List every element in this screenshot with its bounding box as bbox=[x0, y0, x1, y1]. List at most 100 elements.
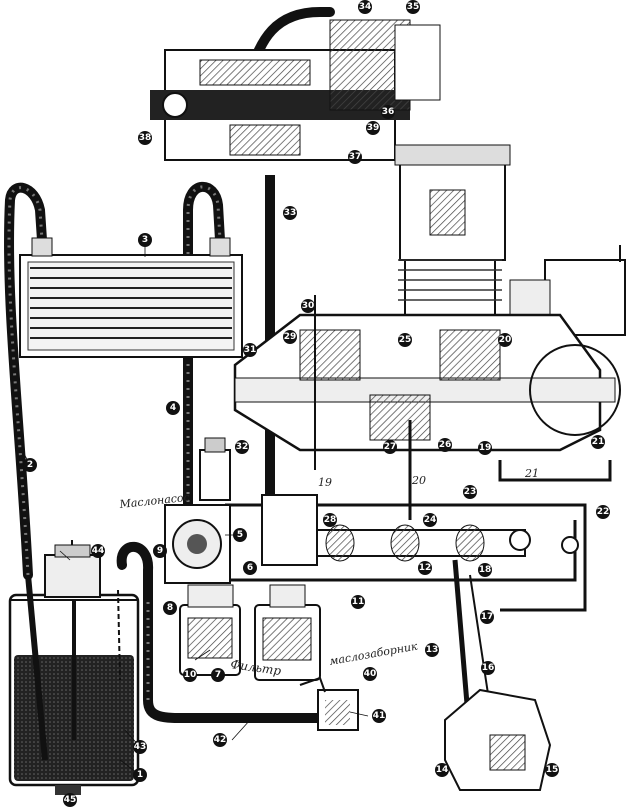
svg-text:16: 16 bbox=[482, 663, 495, 673]
callout-7: 7 bbox=[211, 668, 225, 682]
callout-18: 18 bbox=[478, 563, 492, 577]
svg-text:31: 31 bbox=[244, 345, 257, 355]
svg-text:19: 19 bbox=[479, 443, 492, 453]
svg-text:21: 21 bbox=[592, 437, 605, 447]
svg-text:18: 18 bbox=[479, 565, 492, 575]
callout-39: 39 bbox=[366, 121, 380, 135]
svg-text:23: 23 bbox=[464, 487, 477, 497]
label-21: 21 bbox=[524, 467, 539, 480]
svg-text:11: 11 bbox=[352, 597, 365, 607]
svg-text:9: 9 bbox=[157, 546, 163, 556]
svg-text:3: 3 bbox=[142, 235, 148, 245]
svg-text:12: 12 bbox=[419, 563, 432, 573]
svg-text:25: 25 bbox=[399, 335, 412, 345]
svg-text:8: 8 bbox=[167, 603, 173, 613]
svg-text:29: 29 bbox=[284, 332, 297, 342]
callout-36: 36 bbox=[381, 105, 395, 119]
callout-41: 41 bbox=[372, 709, 386, 723]
svg-text:43: 43 bbox=[134, 742, 147, 752]
callout-6: 6 bbox=[243, 561, 257, 575]
svg-text:35: 35 bbox=[407, 2, 420, 12]
callout-13: 13 bbox=[425, 643, 439, 657]
callout-29: 29 bbox=[283, 330, 297, 344]
callout-21: 21 bbox=[591, 435, 605, 449]
callout-16: 16 bbox=[481, 661, 495, 675]
top-assembly bbox=[150, 19, 441, 161]
svg-text:6: 6 bbox=[247, 563, 253, 573]
svg-text:39: 39 bbox=[367, 123, 380, 133]
callout-34: 34 bbox=[358, 0, 372, 14]
callout-15: 15 bbox=[545, 763, 559, 777]
camshaft bbox=[261, 494, 526, 566]
svg-text:10: 10 bbox=[184, 670, 197, 680]
pushrod-valve-gear bbox=[444, 529, 579, 791]
callout-42: 42 bbox=[213, 733, 227, 747]
callout-31: 31 bbox=[243, 343, 257, 357]
callout-9: 9 bbox=[153, 544, 167, 558]
svg-text:45: 45 bbox=[64, 795, 77, 805]
svg-text:1: 1 bbox=[137, 770, 143, 780]
svg-text:42: 42 bbox=[214, 735, 227, 745]
tank-pipes bbox=[25, 574, 121, 761]
callout-4: 4 bbox=[166, 401, 180, 415]
engine-cylinder bbox=[394, 144, 511, 321]
callout-24: 24 bbox=[423, 513, 437, 527]
svg-text:4: 4 bbox=[170, 403, 176, 413]
svg-text:5: 5 bbox=[237, 530, 243, 540]
svg-text:41: 41 bbox=[373, 711, 386, 721]
callout-30: 30 bbox=[301, 299, 315, 313]
callout-1: 1 bbox=[133, 768, 147, 782]
callout-5: 5 bbox=[233, 528, 247, 542]
oil-filter-left bbox=[179, 584, 241, 676]
svg-text:14: 14 bbox=[436, 765, 449, 775]
svg-text:30: 30 bbox=[302, 301, 315, 311]
callout-11: 11 bbox=[351, 595, 365, 609]
callout-10: 10 bbox=[183, 668, 197, 682]
callout-8: 8 bbox=[163, 601, 177, 615]
hose-2 bbox=[4, 182, 47, 580]
label-maslozabornik: маслозаборник bbox=[328, 640, 419, 668]
callout-43: 43 bbox=[133, 740, 147, 754]
callout-23: 23 bbox=[463, 485, 477, 499]
svg-text:37: 37 bbox=[349, 152, 362, 162]
callout-35: 35 bbox=[406, 0, 420, 14]
oil-filter-right bbox=[254, 584, 321, 681]
callout-25: 25 bbox=[398, 333, 412, 347]
svg-text:36: 36 bbox=[382, 107, 395, 117]
callout-44: 44 bbox=[91, 544, 105, 558]
hose-42 bbox=[116, 541, 325, 724]
svg-text:38: 38 bbox=[139, 133, 152, 143]
svg-text:28: 28 bbox=[324, 515, 337, 525]
callout-37: 37 bbox=[348, 150, 362, 164]
callout-2: 2 bbox=[23, 458, 37, 472]
svg-text:20: 20 bbox=[499, 335, 512, 345]
callout-38: 38 bbox=[138, 131, 152, 145]
svg-text:17: 17 bbox=[481, 612, 494, 622]
svg-text:32: 32 bbox=[236, 442, 249, 452]
svg-text:27: 27 bbox=[384, 442, 397, 452]
callout-26: 26 bbox=[438, 438, 452, 452]
callout-33: 33 bbox=[283, 206, 297, 220]
callout-40: 40 bbox=[363, 667, 377, 681]
callout-3: 3 bbox=[138, 233, 152, 247]
svg-text:44: 44 bbox=[92, 546, 105, 556]
svg-text:15: 15 bbox=[546, 765, 559, 775]
svg-text:13: 13 bbox=[426, 645, 439, 655]
starter-motor bbox=[509, 245, 626, 336]
callout-14: 14 bbox=[435, 763, 449, 777]
callout-32: 32 bbox=[235, 440, 249, 454]
svg-text:34: 34 bbox=[359, 2, 372, 12]
callout-27: 27 bbox=[383, 440, 397, 454]
tank-filler-cap bbox=[44, 540, 101, 598]
svg-text:22: 22 bbox=[597, 507, 610, 517]
svg-text:24: 24 bbox=[424, 515, 437, 525]
callout-22: 22 bbox=[596, 505, 610, 519]
hose-4 bbox=[183, 181, 225, 515]
label-19: 19 bbox=[318, 476, 332, 489]
callout-19: 19 bbox=[478, 441, 492, 455]
oil-pickup bbox=[299, 676, 359, 731]
callout-28: 28 bbox=[323, 513, 337, 527]
crankcase bbox=[233, 295, 621, 520]
svg-text:26: 26 bbox=[439, 440, 452, 450]
